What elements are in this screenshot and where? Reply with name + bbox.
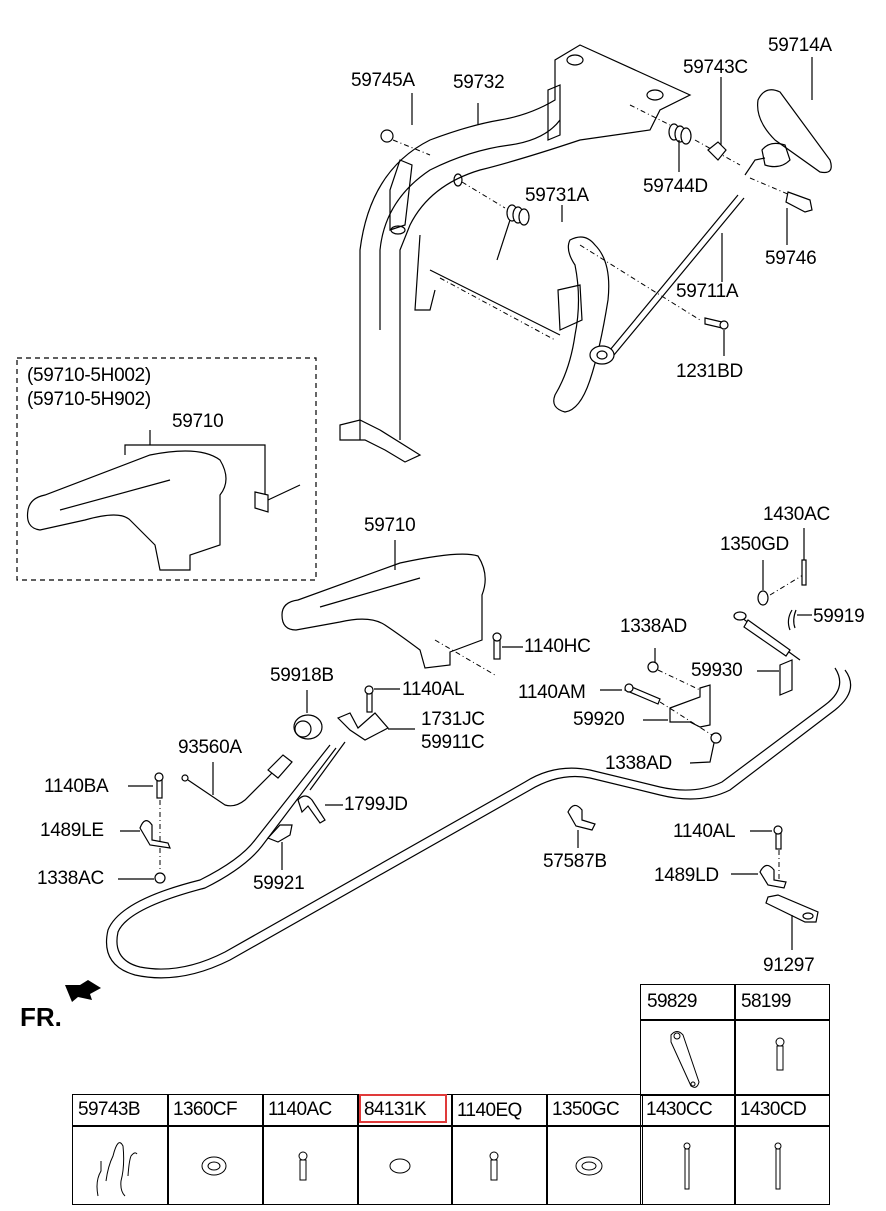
front-arrow-icon: [65, 980, 101, 1002]
callout-1430AC: 1430AC: [763, 504, 830, 525]
callout-1799JD: 1799JD: [344, 794, 408, 815]
clip-59919: [787, 609, 812, 631]
parts-table-image-1430CC: [640, 1125, 736, 1205]
callout-1350GD: 1350GD: [720, 534, 789, 555]
callout-59714A: 59714A: [768, 35, 832, 56]
callout-1731JC: 1731JC: [421, 709, 485, 730]
bracket-59930: [757, 659, 793, 696]
callout-59732: 59732: [453, 72, 505, 93]
callout-59744D: 59744D: [643, 176, 708, 197]
parts-table-image-1140EQ: [451, 1125, 548, 1205]
ratchet-lever: [553, 236, 701, 413]
callout-1140HC: 1140HC: [524, 636, 591, 657]
callout-57587B: 57587B: [543, 851, 607, 872]
spring-59744D: [629, 104, 741, 166]
inset-variant-2: (59710-5H902): [27, 389, 151, 410]
lever-cover-59710: [281, 540, 496, 676]
cotter-pin-icon: [683, 1142, 691, 1190]
parts-table-header-1430CD: 1430CD: [734, 1094, 830, 1127]
callout-59919: 59919: [813, 606, 865, 627]
handle-59714A: [744, 89, 832, 176]
clamp-stack-right: [731, 825, 819, 950]
callout-91297: 91297: [763, 955, 815, 976]
callout-1231BD: 1231BD: [676, 361, 743, 382]
bolt-1140AL-upper: [364, 685, 400, 713]
callout-59745A: 59745A: [351, 70, 415, 91]
callout-59920: 59920: [573, 709, 625, 730]
bracket-59920: [600, 648, 722, 764]
callout-93560A: 93560A: [178, 737, 242, 758]
flat-washer-icon: [575, 1156, 603, 1176]
parts-table-header-1430CC: 1430CC: [640, 1094, 736, 1127]
lever-link-icon: [670, 1031, 700, 1088]
parts-table-image-58199: [734, 1019, 830, 1096]
callout-1140BA: 1140BA: [44, 776, 109, 797]
callout-1140AL-upper: 1140AL: [402, 679, 465, 700]
parts-table-image-1350GC: [546, 1125, 643, 1205]
parts-table-image-1360CF: [167, 1125, 264, 1205]
parts-table-image-59829: [640, 1019, 736, 1096]
parts-table-image-1140AC: [262, 1125, 359, 1205]
callout-1338AD-lower: 1338AD: [605, 753, 672, 774]
variant-inset-box: [16, 357, 317, 581]
highlight-box-84131K: [359, 1094, 447, 1123]
bolt-icon: [775, 1037, 785, 1071]
callout-1489LD: 1489LD: [654, 865, 719, 886]
callout-59711A: 59711A: [676, 281, 739, 302]
bracket-1731JC-59911C: [309, 712, 415, 791]
washer-1350GD: [757, 560, 804, 606]
parts-table-header-59829: 59829: [640, 984, 736, 1021]
parts-table-header-58199: 58199: [734, 984, 830, 1021]
clamp-1799JD: [297, 795, 343, 824]
callout-1489LE: 1489LE: [40, 820, 104, 841]
bracket-frame-59732: [339, 44, 692, 463]
callout-1338AD-upper: 1338AD: [620, 616, 687, 637]
parts-table-header-1140AC: 1140AC: [262, 1094, 359, 1127]
bolt-1140HC: [492, 632, 523, 660]
clamp-stack-left: [118, 772, 171, 884]
wire-spring-icon: [96, 1142, 138, 1197]
cotter-pin-icon: [774, 1142, 782, 1190]
callout-1140AM: 1140AM: [518, 682, 586, 703]
front-direction-label: FR.: [20, 1002, 62, 1032]
grommet-59918B: [293, 690, 323, 740]
callout-59710: 59710: [364, 515, 416, 536]
callout-59911C: 59911C: [421, 732, 485, 753]
parts-table-image-84131K: [357, 1125, 453, 1205]
spring-washer-icon: [201, 1156, 227, 1176]
callout-59743C: 59743C: [683, 57, 748, 78]
rod-59711A: [609, 194, 745, 356]
callout-59921: 59921: [253, 873, 305, 894]
parts-table-header-1140EQ: 1140EQ: [451, 1094, 548, 1127]
parts-table-image-1430CD: [734, 1125, 830, 1205]
callout-59731A: 59731A: [525, 185, 589, 206]
bracket-59921: [266, 824, 293, 870]
callout-59918B: 59918B: [270, 665, 334, 686]
callout-59930: 59930: [691, 660, 743, 681]
parts-table-header-59743B: 59743B: [72, 1094, 169, 1127]
switch-93560A: [181, 754, 293, 807]
lever-cover-inset: [26, 444, 301, 571]
pin-59746: [749, 177, 813, 213]
pin-1430AC: [801, 528, 807, 586]
small-leader-lines: [149, 57, 813, 445]
bolt-icon: [298, 1151, 308, 1181]
clip-59743C: [707, 141, 727, 161]
clamp-57587B: [567, 804, 596, 848]
callout-1140AL-lower: 1140AL: [673, 821, 736, 842]
parts-table-image-59743B: [72, 1125, 169, 1205]
parts-table-header-1360CF: 1360CF: [167, 1094, 264, 1127]
callout-59746: 59746: [765, 248, 817, 269]
nut-59745A: [380, 129, 431, 156]
inset-variant-1: (59710-5H002): [27, 365, 151, 386]
bolt-icon: [489, 1151, 499, 1181]
spring-59731A: [461, 181, 530, 261]
bolt-1231BD: [704, 317, 729, 330]
parts-table-header-1350GC: 1350GC: [546, 1094, 643, 1127]
callout-1338AC: 1338AC: [37, 868, 104, 889]
parking-brake-cable: [105, 611, 852, 979]
plug-oval-icon: [389, 1158, 411, 1174]
inset-callout-59710: 59710: [172, 411, 224, 432]
